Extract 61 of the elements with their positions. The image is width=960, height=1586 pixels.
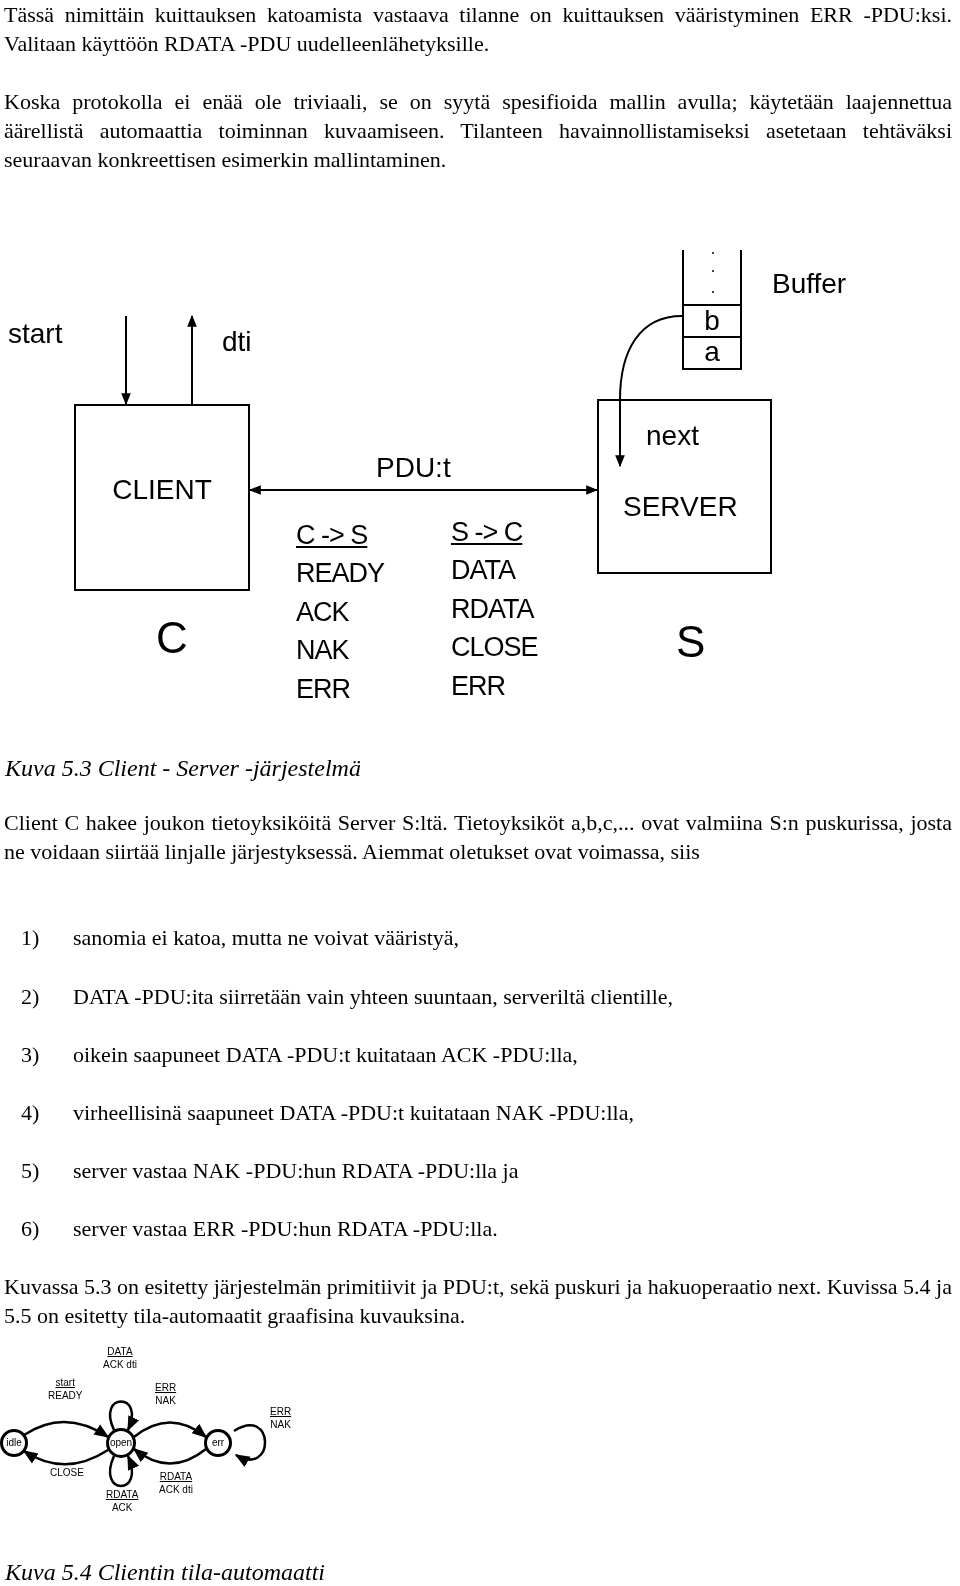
node-label: SERVER xyxy=(623,493,738,521)
server-box xyxy=(597,399,772,574)
column-header: S -> C xyxy=(451,519,523,546)
paragraph: Koska protokolla ei enää ole triviaali, se on syytä spesifioida mallin avulla; käytetään laajennettua äärellistä automaattia toiminnan kuvaamiseen. Tilanteen havainnollistamiseksi asetetaan tehtäväksi seuraavan konkreettisen esimerkin mallintaminen. xyxy=(4,88,952,174)
paragraph: Kuvassa 5.3 on esitetty järjestelmän primitiivit ja PDU:t, sekä puskuri ja hakuoperaatio next. Kuvissa 5.4 ja 5.5 on esitetty tila-automaatit graafisina kuvauksina. xyxy=(4,1273,952,1330)
arrow xyxy=(121,315,131,406)
node-label: next xyxy=(646,420,699,451)
pdu-name: RDATA xyxy=(451,596,534,623)
arrow xyxy=(248,485,599,495)
pdu-name: ACK xyxy=(296,599,349,626)
arrow xyxy=(23,1420,110,1439)
buffer-cell xyxy=(682,304,742,338)
buffer-stack xyxy=(682,250,742,370)
edge-label: RDATA ACK xyxy=(106,1488,139,1514)
list-number: 5) xyxy=(21,1157,40,1185)
node-label: err xyxy=(211,1438,225,1448)
edge-label: CLOSE xyxy=(50,1468,84,1478)
pdu-name: READY xyxy=(296,560,385,587)
pdu-name: CLOSE xyxy=(451,634,538,661)
pdu-name: NAK xyxy=(296,637,349,664)
arrow xyxy=(109,1400,139,1432)
pdu-name: DATA xyxy=(451,557,515,584)
list-item-text: sanomia ei katoa, mutta ne voivat vääristyä, xyxy=(73,924,460,952)
node-label: Buffer xyxy=(772,270,847,298)
arrow xyxy=(233,1424,267,1466)
client-box xyxy=(74,404,250,591)
pdu-name: ERR xyxy=(451,673,505,700)
node-label: CLIENT xyxy=(112,475,212,504)
node-label: b xyxy=(704,307,720,335)
figure-caption: Kuva 5.3 Client - Server -järjestelmä xyxy=(5,754,361,783)
node-label: idle xyxy=(6,1438,22,1448)
list-number: 6) xyxy=(21,1215,40,1243)
node-label: open xyxy=(109,1438,133,1448)
paragraph: Tässä nimittäin kuittauksen katoamista vastaava tilanne on kuittauksen vääristyminen ERR -PDU:ksi. Valitaan käyttöön RDATA -PDU uudelleenlähetyksille. xyxy=(4,1,952,58)
edge-label: ERR NAK xyxy=(155,1381,177,1407)
edge-label: RDATA ACK dti xyxy=(159,1470,193,1496)
list-item-text: oikein saapuneet DATA -PDU:t kuitataan ACK -PDU:lla, xyxy=(73,1041,578,1069)
arrow xyxy=(615,315,683,468)
list-number: 1) xyxy=(21,924,40,952)
edge-label: DATA ACK dti xyxy=(103,1345,137,1371)
arrow xyxy=(22,1448,109,1466)
list-item-text: server vastaa NAK -PDU:hun RDATA -PDU:lla ja xyxy=(73,1157,519,1185)
node-caption: S xyxy=(676,620,706,664)
edge-label: start READY xyxy=(48,1376,83,1402)
paragraph: Client C hakee joukon tietoyksiköitä Server S:ltä. Tietoyksiköt a,b,c,... ovat valmiina S:n puskurissa, josta ne voidaan siirtää linjalle järjestyksessä. Aiemmat oletukset ovat voimassa, siis xyxy=(4,809,952,866)
list-item-text: server vastaa ERR -PDU:hun RDATA -PDU:lla. xyxy=(73,1215,498,1243)
list-item-text: virheellisinä saapuneet DATA -PDU:t kuitataan NAK -PDU:lla, xyxy=(73,1099,634,1127)
list-number: 3) xyxy=(21,1041,40,1069)
arrow xyxy=(108,1454,139,1487)
list-number: 2) xyxy=(21,983,40,1011)
arrow xyxy=(133,1421,208,1438)
edge-label: ERR NAK xyxy=(270,1405,292,1431)
arrow xyxy=(187,314,197,405)
list-number: 4) xyxy=(21,1099,40,1127)
node-caption: C xyxy=(156,616,188,660)
column-header: C -> S xyxy=(296,522,368,549)
arrow xyxy=(132,1448,207,1465)
node-label: a xyxy=(704,338,720,366)
list-item-text: DATA -PDU:ita siirretään vain yhteen suuntaan, serveriltä clientille, xyxy=(73,983,673,1011)
figure-caption: Kuva 5.4 Clientin tila-automaatti xyxy=(5,1558,325,1586)
pdu-name: ERR xyxy=(296,676,350,703)
